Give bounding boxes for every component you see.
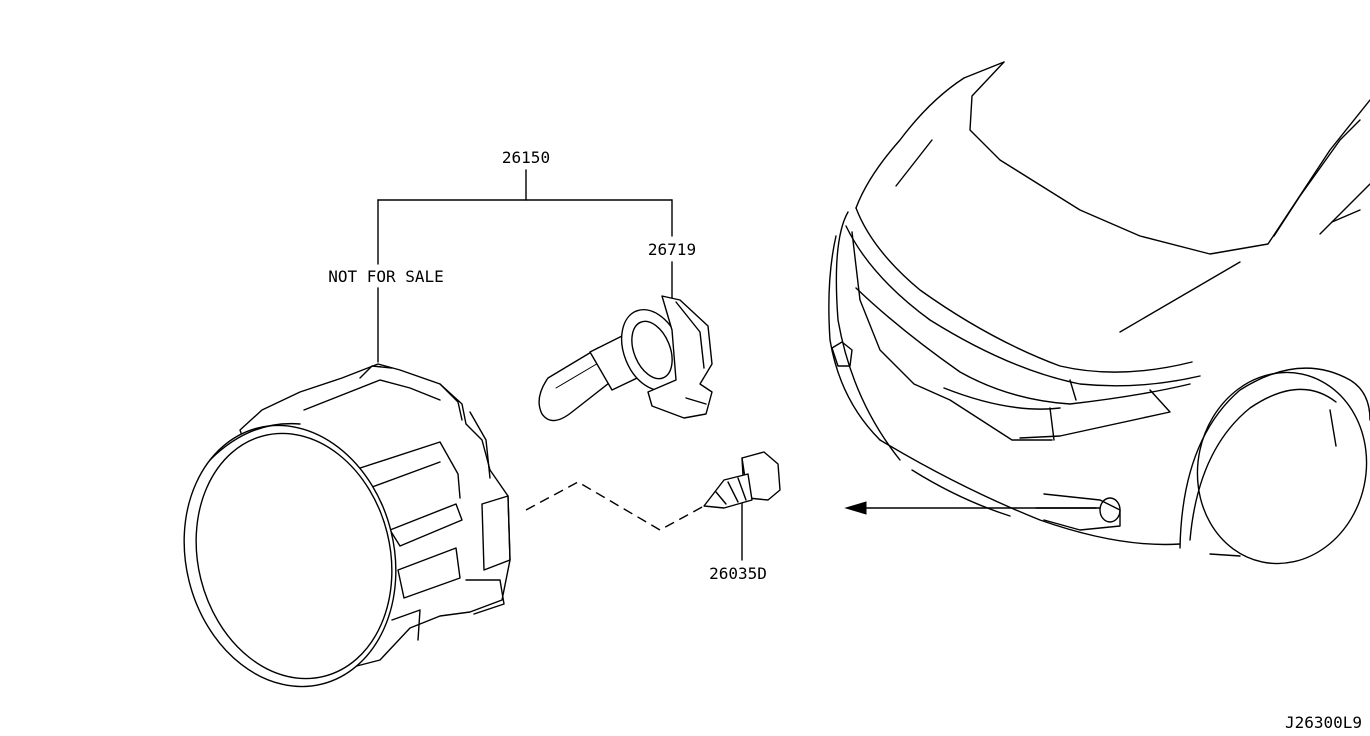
- mounting-screw: [703, 451, 781, 509]
- callout-leader-26150: [377, 169, 673, 363]
- installation-path-dashed: [525, 481, 705, 531]
- part-number-26150: 26150: [502, 148, 550, 167]
- diagram-code: J26300L9: [1285, 713, 1362, 732]
- fog-lamp-bulb: [538, 295, 713, 422]
- not-for-sale-note: NOT FOR SALE: [328, 267, 444, 286]
- part-number-26035d: 26035D: [709, 564, 767, 583]
- vehicle-front: [828, 61, 1370, 565]
- fog-lamp-assembly: [183, 363, 511, 688]
- part-number-26719: 26719: [648, 240, 696, 259]
